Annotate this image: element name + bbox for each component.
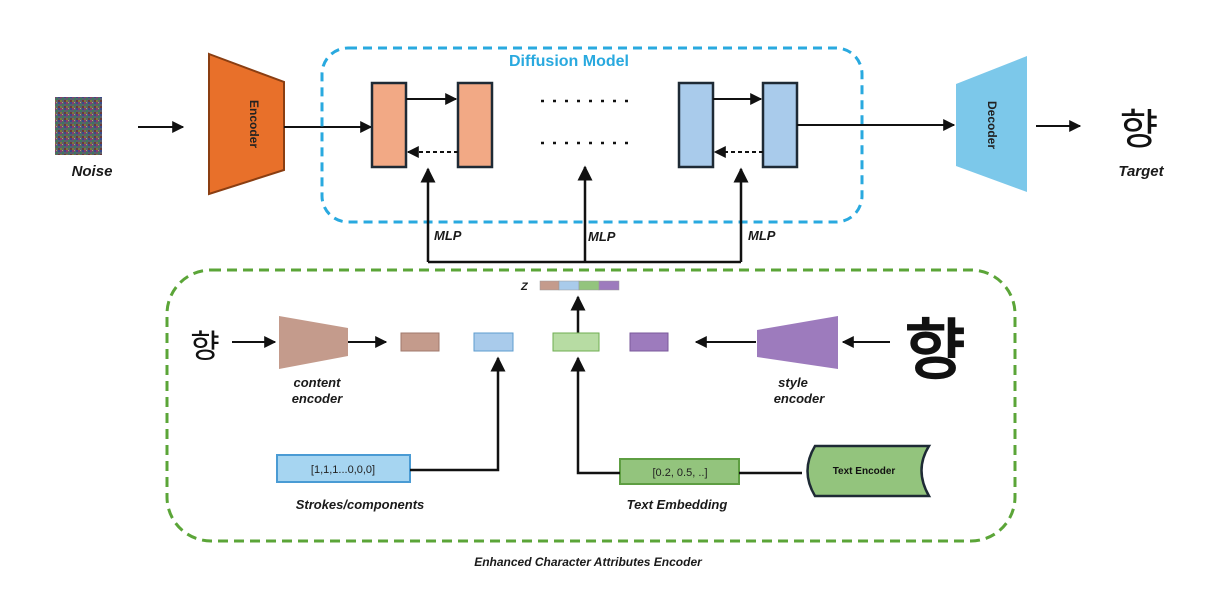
text-encoder-block: [806, 444, 932, 498]
unet-block-orange-2: [456, 81, 494, 169]
encoder-block: [208, 52, 285, 196]
style-embedding: [629, 332, 669, 352]
encoder-label: Encoder: [247, 100, 261, 148]
content-encoder-label-1: content: [294, 375, 342, 390]
decoder-block: [956, 56, 1027, 192]
strokes-label: Strokes/components: [296, 497, 425, 512]
mlp-label-left: MLP: [434, 228, 462, 243]
attributes-encoder-container: [165, 268, 1017, 543]
target-character: 향: [1120, 105, 1159, 154]
z-label: Z: [520, 281, 529, 293]
text-vector-box: [619, 458, 740, 485]
mlp-label-right: MLP: [748, 228, 776, 243]
strokes-vector-text: [1,1,1...0,0,0]: [311, 464, 375, 476]
style-encoder-label-2: encoder: [774, 391, 826, 406]
unet-block-blue-2: [761, 81, 799, 169]
text-embedding-label: Text Embedding: [627, 497, 728, 512]
arrow-text-to-embedding: [570, 356, 620, 475]
decoder-label: Decoder: [985, 101, 999, 149]
unet-block-blue-1: [677, 81, 715, 169]
text-encoder-label: Text Encoder: [833, 466, 896, 477]
arrow-strokes-to-embedding: [410, 356, 506, 472]
text-embedding-vector: [552, 332, 600, 352]
attributes-encoder-title: Enhanced Character Attributes Encoder: [474, 555, 703, 569]
content-encoder-label-2: encoder: [292, 391, 344, 406]
diffusion-model-title: Diffusion Model: [509, 53, 629, 70]
content-input-character: 향: [190, 327, 219, 365]
text-vector-text: [0.2, 0.5, ..]: [652, 467, 707, 479]
noise-label: Noise: [72, 163, 113, 180]
content-embedding: [400, 332, 440, 352]
style-input-character: 향: [905, 312, 966, 389]
z-latent-vector: [539, 280, 620, 291]
strokes-vector-box: [276, 454, 411, 483]
target-label: Target: [1118, 163, 1164, 180]
style-encoder-block: [757, 316, 838, 369]
content-encoder-block: [279, 316, 348, 369]
style-encoder-label-1: style: [778, 375, 808, 390]
unet-block-orange-1: [370, 81, 408, 169]
mlp-label-center: MLP: [588, 229, 616, 244]
diffusion-model-container: [320, 46, 864, 224]
strokes-embedding: [473, 332, 514, 352]
noise-image: [55, 97, 102, 155]
